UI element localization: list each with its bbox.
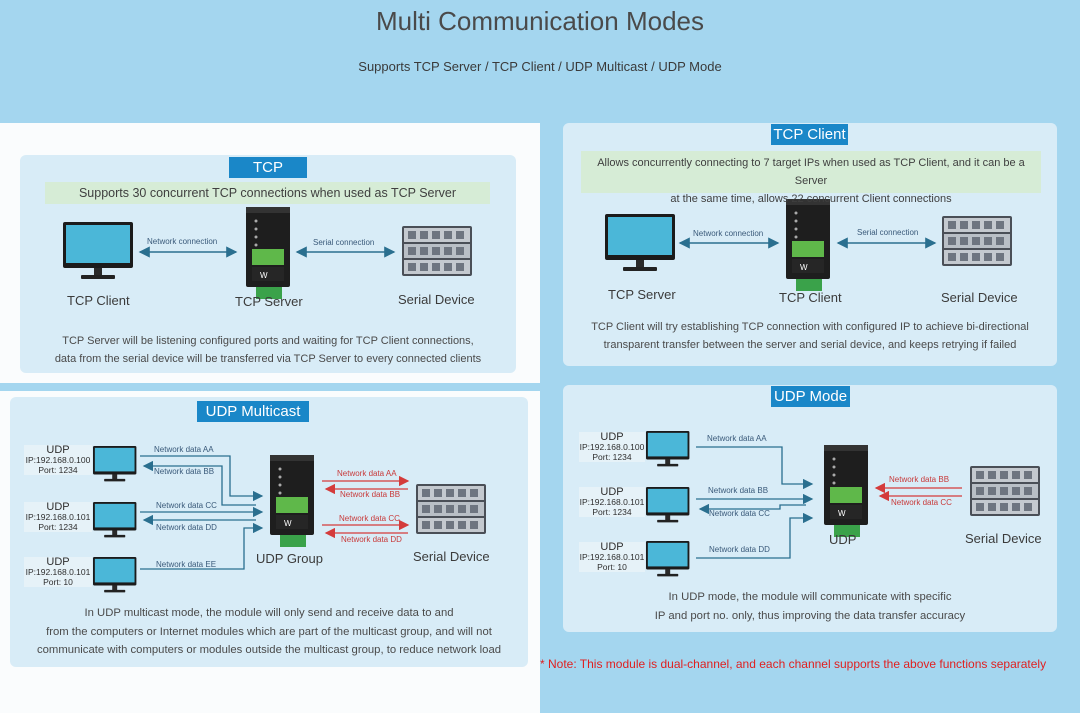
- udp-host-name: UDP: [46, 556, 70, 568]
- udp-host-1: UDP IP:192.168.0.100 Port: 1234: [579, 432, 645, 462]
- udp-multicast-badge: UDP Multicast: [197, 401, 309, 422]
- network-data-label: Network data CC: [709, 509, 770, 518]
- udp-host-port: Port: 1234: [592, 507, 632, 517]
- serial-data-label: Network data CC: [891, 498, 952, 507]
- udp-host-ip: IP:192.168.0.100: [25, 455, 91, 465]
- server-rack-icon: [942, 216, 1012, 266]
- serial-device-label: Serial Device: [941, 290, 1018, 305]
- serial-device-label: Serial Device: [965, 531, 1042, 546]
- server-rack-icon: [402, 226, 472, 276]
- udp-host-name: UDP: [600, 486, 624, 498]
- udp-host-name: UDP: [600, 431, 624, 443]
- desc-line: TCP Client will try establishing TCP con…: [591, 321, 1029, 333]
- serial-link-label: Serial connection: [313, 238, 375, 247]
- tcp-server-label: TCP Server: [235, 294, 303, 309]
- network-data-label: Network data DD: [709, 545, 770, 554]
- dual-channel-note: * Note: This module is dual-channel, and…: [540, 657, 1047, 671]
- udp-mode-badge: UDP Mode: [771, 386, 850, 407]
- page-subtitle: Supports TCP Server / TCP Client / UDP M…: [358, 59, 722, 74]
- tcp-client-label: TCP Client: [67, 293, 130, 308]
- udp-host-ip: IP:192.168.0.101: [579, 552, 645, 562]
- udp-host-port: Port: 1234: [38, 522, 78, 532]
- desc-line: data from the serial device will be tran…: [54, 353, 482, 365]
- udp-host-3: UDP IP:192.168.0.101 Port: 10: [24, 557, 92, 587]
- network-data-label: Network data AA: [707, 434, 767, 443]
- serial-link-label: Serial connection: [857, 228, 919, 237]
- serial-data-label: Network data CC: [339, 514, 400, 523]
- udp-host-port: Port: 1234: [592, 452, 632, 462]
- network-data-label: Network data EE: [156, 560, 217, 569]
- udp-host-name: UDP: [46, 501, 70, 513]
- server-monitor-icon: [605, 214, 675, 271]
- udp-label: UDP: [829, 532, 857, 547]
- desc-line: In UDP mode, the module will communicate…: [668, 591, 952, 603]
- serial-data-label: Network data DD: [341, 535, 402, 544]
- tcp-client-label: TCP Client: [779, 290, 842, 305]
- tcp-server-highlight: Supports 30 concurrent TCP connections w…: [45, 182, 490, 204]
- serial-device-label: Serial Device: [413, 549, 490, 564]
- tcp-client-badge: TCP Client: [771, 124, 848, 145]
- desc-line: from the computers or Internet modules w…: [46, 625, 492, 638]
- network-data-label: Network data BB: [154, 467, 215, 476]
- module-icon: [270, 455, 314, 547]
- udp-host-name: UDP: [46, 444, 70, 456]
- serial-device-label: Serial Device: [398, 292, 475, 307]
- desc-line: In UDP multicast mode, the module will o…: [84, 607, 454, 619]
- desc-line: communicate with computers or modules ou…: [36, 644, 502, 656]
- desc-line: IP and port no. only, thus improving the…: [654, 609, 966, 622]
- udp-mode-description: In UDP mode, the module will communicate…: [563, 588, 1057, 625]
- client-monitor-icon: [63, 222, 133, 279]
- serial-data-label: Network data AA: [337, 469, 397, 478]
- udp-host-name: UDP: [600, 541, 624, 553]
- tcp-server-label: TCP Server: [608, 287, 676, 302]
- udp-host-port: Port: 10: [597, 562, 627, 572]
- udp-host-3: UDP IP:192.168.0.101 Port: 10: [579, 542, 645, 572]
- tcp-client-description: TCP Client will try establishing TCP con…: [563, 318, 1057, 354]
- udp-host-ip: IP:192.168.0.101: [25, 567, 91, 577]
- udp-host-port: Port: 10: [43, 577, 73, 587]
- desc-line: TCP Server will be listening configured …: [62, 335, 474, 347]
- serial-data-label: Network data BB: [889, 475, 950, 484]
- highlight-line: Allows concurrently connecting to 7 targ…: [597, 157, 1025, 187]
- network-data-label: Network data DD: [156, 523, 217, 532]
- network-link-label: Network connection: [147, 237, 218, 246]
- udp-host-ip: IP:192.168.0.101: [25, 512, 91, 522]
- desc-line: transparent transfer between the server …: [603, 339, 1017, 351]
- highlight-line: at the same time, allows 22 concurrent C…: [670, 193, 952, 205]
- tcp-client-highlight: Allows concurrently connecting to 7 targ…: [581, 151, 1041, 205]
- network-data-label: Network data AA: [154, 445, 214, 454]
- udp-group-label: UDP Group: [256, 551, 323, 566]
- network-data-label: Network data CC: [156, 501, 217, 510]
- udp-multicast-description: In UDP multicast mode, the module will o…: [10, 604, 528, 660]
- module-icon: [786, 199, 830, 291]
- udp-host-1: UDP IP:192.168.0.100 Port: 1234: [24, 445, 92, 475]
- module-icon: [824, 445, 868, 537]
- network-data-label: Network data BB: [708, 486, 769, 495]
- udp-host-port: Port: 1234: [38, 465, 78, 475]
- module-icon: [246, 207, 290, 299]
- left-panel-divider: [0, 383, 540, 391]
- serial-data-label: Network data BB: [340, 490, 401, 499]
- page-title: Multi Communication Modes: [375, 6, 704, 36]
- tcp-server-description: TCP Server will be listening configured …: [20, 332, 516, 368]
- network-link-label: Network connection: [693, 229, 764, 238]
- tcp-server-badge: TCP Server: [229, 157, 307, 197]
- udp-host-2: UDP IP:192.168.0.101 Port: 1234: [24, 502, 92, 532]
- udp-host-2: UDP IP:192.168.0.101 Port: 1234: [579, 487, 645, 517]
- udp-host-ip: IP:192.168.0.100: [579, 442, 645, 452]
- udp-host-ip: IP:192.168.0.101: [579, 497, 645, 507]
